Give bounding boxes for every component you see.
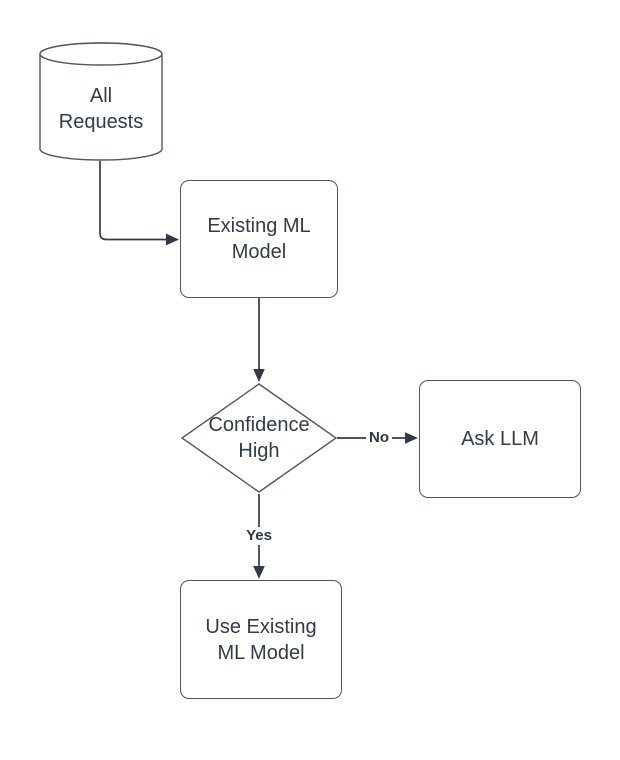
- arrowhead-icon: [166, 233, 179, 246]
- node-existing-ml-model[interactable]: Existing ML Model: [180, 180, 338, 298]
- node-ask-llm[interactable]: Ask LLM: [419, 380, 581, 498]
- node-use-existing-ml-model[interactable]: Use Existing ML Model: [180, 580, 342, 699]
- edge-label-yes: Yes: [243, 527, 275, 545]
- arrowhead-icon: [253, 369, 265, 382]
- cylinder-shape: [39, 42, 163, 161]
- arrowhead-icon: [253, 566, 265, 579]
- node-all-requests[interactable]: All Requests: [39, 42, 163, 161]
- node-label: Confidence High: [208, 414, 310, 462]
- node-label: Existing ML Model: [207, 215, 311, 263]
- edge-label-no: No: [366, 429, 392, 447]
- arrowhead-icon: [405, 432, 418, 444]
- edge-existing-ml-model-to-confidence-high: [253, 298, 265, 382]
- diamond-shape: [181, 383, 337, 493]
- node-confidence-high[interactable]: Confidence High: [181, 383, 337, 493]
- node-label: Ask LLM: [461, 428, 539, 450]
- node-label: All Requests: [58, 84, 144, 133]
- node-label: Use Existing ML Model: [205, 615, 317, 664]
- edge-all-requests-to-existing-ml-model: [99, 161, 179, 246]
